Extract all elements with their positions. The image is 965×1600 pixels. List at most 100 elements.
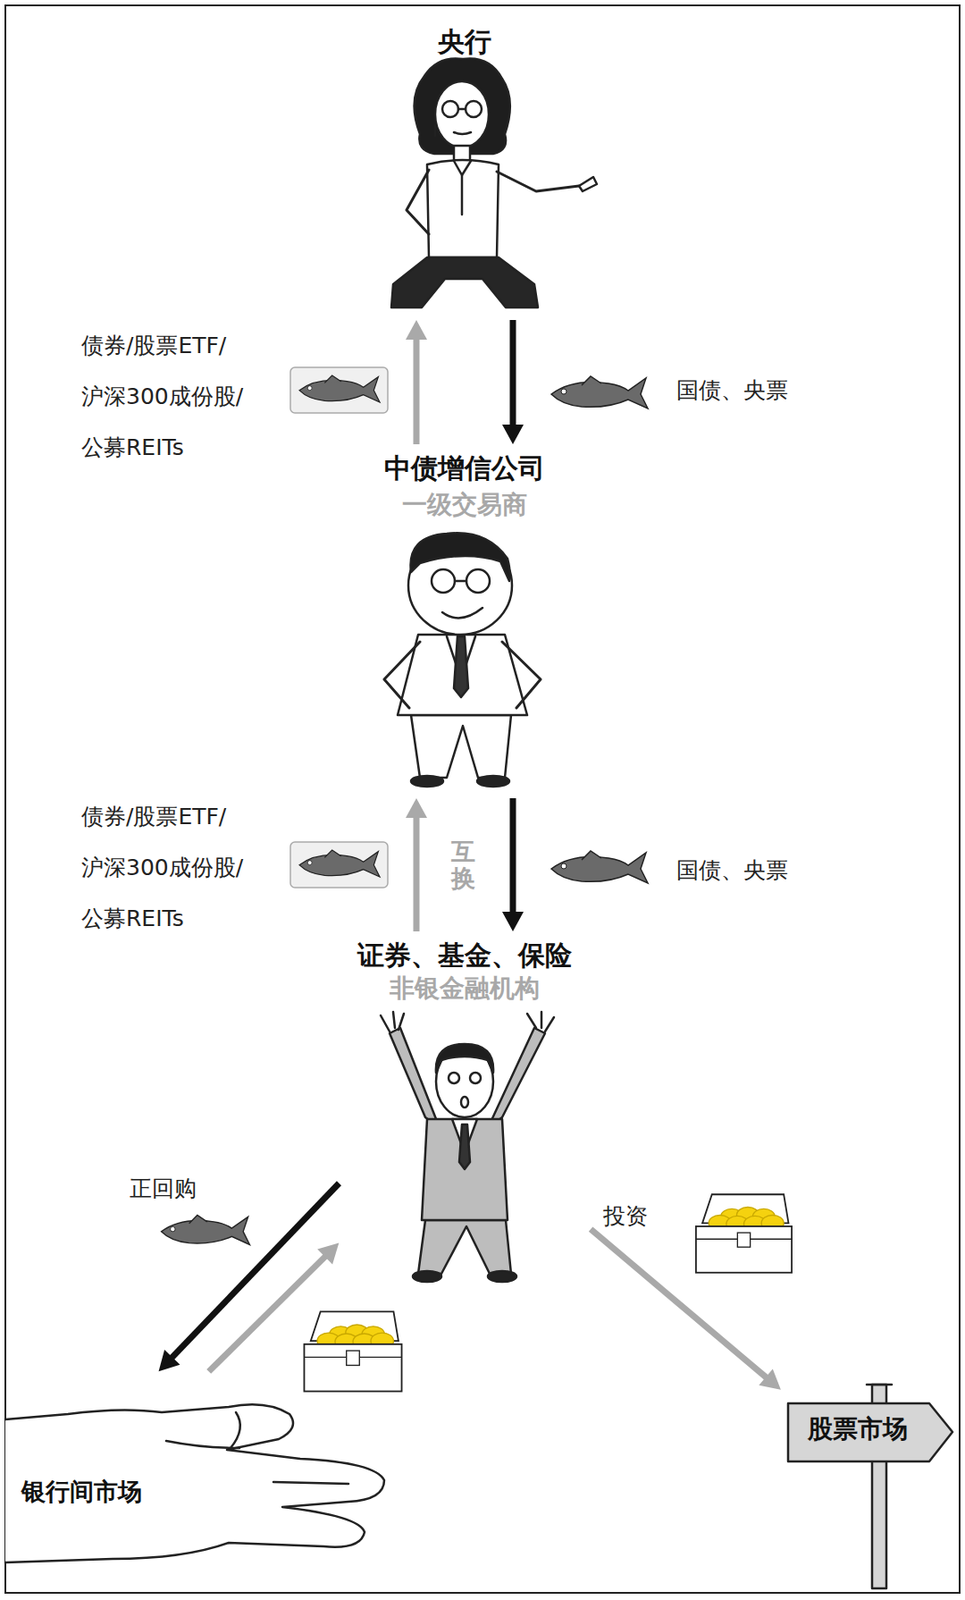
edge-label-box: 国债、央票 <box>676 374 789 407</box>
asset-icons <box>299 375 380 403</box>
institution-figure <box>448 1072 460 1083</box>
asset-icons <box>303 1310 402 1391</box>
stock-market-outline <box>866 1383 892 1386</box>
interbank-market: 银行间市场 <box>5 1376 394 1569</box>
interbank-market-outline <box>166 1440 240 1448</box>
stock-market-shape <box>786 1380 957 1591</box>
dealer-figure <box>442 607 483 618</box>
swap-label: 互换 <box>451 838 476 891</box>
central-bank-figure <box>461 175 464 215</box>
stock-market: 股票市场 <box>786 1380 957 1591</box>
edge-label: 正回购 <box>129 1172 197 1205</box>
institution-figure <box>459 1124 470 1169</box>
node-title: 银行间市场 <box>21 1476 394 1507</box>
asset-icons <box>551 376 648 409</box>
institution-figure <box>487 1270 517 1282</box>
asset-icons <box>290 367 388 413</box>
arrow-shaft <box>413 816 420 932</box>
dealer-figure <box>431 569 455 593</box>
central-bank-figure <box>496 171 579 192</box>
primary-dealer: 中债增信公司一级交易商 <box>339 451 590 791</box>
central-bank-figure <box>391 58 597 308</box>
dealer-figure <box>411 714 512 778</box>
flow-arrow <box>502 797 524 932</box>
asset-icons <box>696 1193 792 1273</box>
node-subtitle: 非银金融机构 <box>344 972 586 1005</box>
arrow-shaft <box>510 797 517 913</box>
edge-label: 债券/股票ETF/ 沪深300成份股/ 公募REITs <box>81 790 286 944</box>
institution-figure <box>436 1043 494 1073</box>
node-title: 证券、基金、保险 <box>344 938 586 973</box>
edge-label-box: 投资 <box>603 1199 648 1233</box>
edge-label-box: 国债、央票 <box>676 854 789 887</box>
dealer-figure <box>453 636 469 697</box>
flow-arrow <box>405 797 428 932</box>
node-subtitle: 一级交易商 <box>339 488 590 521</box>
edge-label: 国债、央票 <box>676 854 789 887</box>
institution-figure <box>527 1011 554 1032</box>
central-bank: 央行 <box>375 25 554 313</box>
interbank-market-outline <box>273 1481 349 1484</box>
label-box: 互换 <box>451 838 476 891</box>
institution-figure <box>389 1027 440 1128</box>
frame <box>5 5 960 1593</box>
node-title: 央行 <box>375 25 554 59</box>
institution-figure <box>421 1118 508 1220</box>
dealer-figure <box>384 641 420 708</box>
central-bank-figure <box>453 160 471 176</box>
edge-label: 投资 <box>603 1199 648 1233</box>
arrow-shaft <box>209 1255 327 1371</box>
flow-arrow <box>590 1228 781 1390</box>
institution-figure <box>461 1096 469 1108</box>
central-bank-figure <box>435 81 489 148</box>
arrow-head <box>758 1367 781 1389</box>
flow-arrow <box>209 1242 340 1372</box>
arrow-shaft <box>510 319 517 426</box>
flow-arrow <box>159 1183 340 1371</box>
interbank-market-shape <box>5 1376 394 1569</box>
edge-label-box: 正回购 <box>129 1172 197 1205</box>
central-bank-figure <box>465 100 482 118</box>
dealer-figure <box>384 532 541 787</box>
dealer-figure <box>477 775 510 787</box>
node-title: 股票市场 <box>786 1413 930 1444</box>
central-bank-figure <box>442 100 459 118</box>
asset-icons <box>551 850 648 883</box>
central-bank-figure <box>579 176 597 192</box>
edge-label: 国债、央票 <box>676 374 789 407</box>
institution-figure <box>469 1072 481 1083</box>
flow-arrow <box>502 319 524 445</box>
asset-icons <box>290 841 388 888</box>
institution-figure <box>380 1011 554 1282</box>
central-bank-figure <box>406 169 429 235</box>
arrow-shaft <box>413 338 420 445</box>
arrow-head <box>502 911 524 932</box>
institution-figure <box>418 1219 512 1274</box>
institution-figure <box>380 1011 404 1032</box>
dealer-figure <box>466 569 490 593</box>
arrow-head <box>159 1349 181 1371</box>
dealer-figure <box>411 532 511 581</box>
arrow-head <box>502 424 524 445</box>
asset-icons <box>161 1215 251 1245</box>
central-bank-figure <box>458 108 466 111</box>
flow-arrow <box>405 319 428 445</box>
dealer-figure <box>454 579 467 583</box>
central-bank-figure <box>434 125 437 136</box>
edge-label-box: 债券/股票ETF/ 沪深300成份股/ 公募REITs <box>81 790 286 944</box>
central-bank-figure <box>414 58 511 154</box>
non-bank-institution: 证券、基金、保险非银金融机构 <box>344 938 586 1287</box>
arrow-head <box>317 1242 339 1265</box>
central-bank-figure <box>391 257 538 308</box>
dealer-figure <box>411 775 444 787</box>
asset-icons <box>299 849 380 877</box>
node-title: 中债增信公司 <box>339 451 590 486</box>
central-bank-figure <box>427 159 499 258</box>
edge-label: 债券/股票ETF/ 沪深300成份股/ 公募REITs <box>81 319 286 473</box>
interbank-market-outline <box>230 1411 241 1448</box>
edge-label-box: 债券/股票ETF/ 沪深300成份股/ 公募REITs <box>81 319 286 473</box>
asset-icons <box>161 367 793 1392</box>
